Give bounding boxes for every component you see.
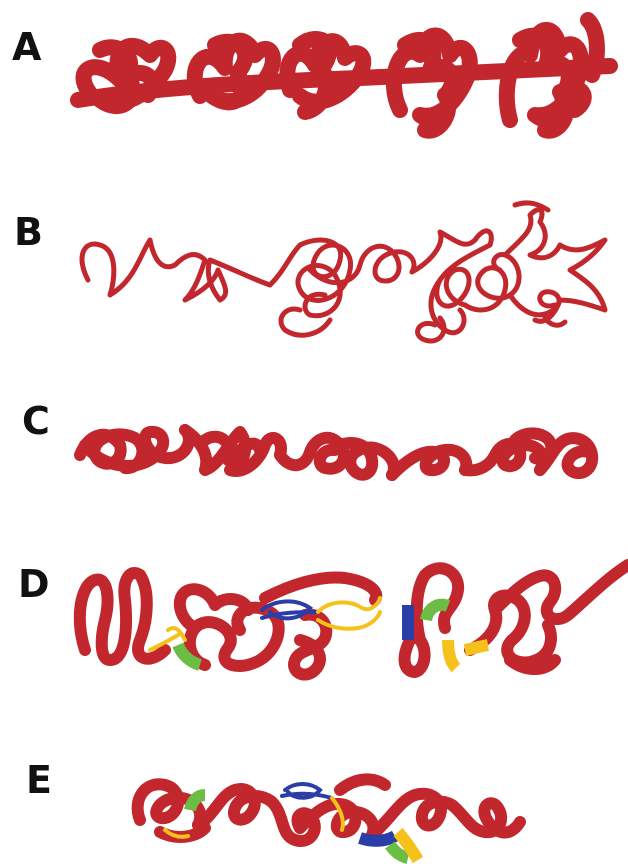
panel-e-chain [138, 779, 520, 860]
panel-d-chain [80, 565, 628, 675]
panel-b-chain [82, 203, 605, 341]
panel-c-chain [80, 430, 592, 475]
panel-a-chain [78, 20, 610, 131]
